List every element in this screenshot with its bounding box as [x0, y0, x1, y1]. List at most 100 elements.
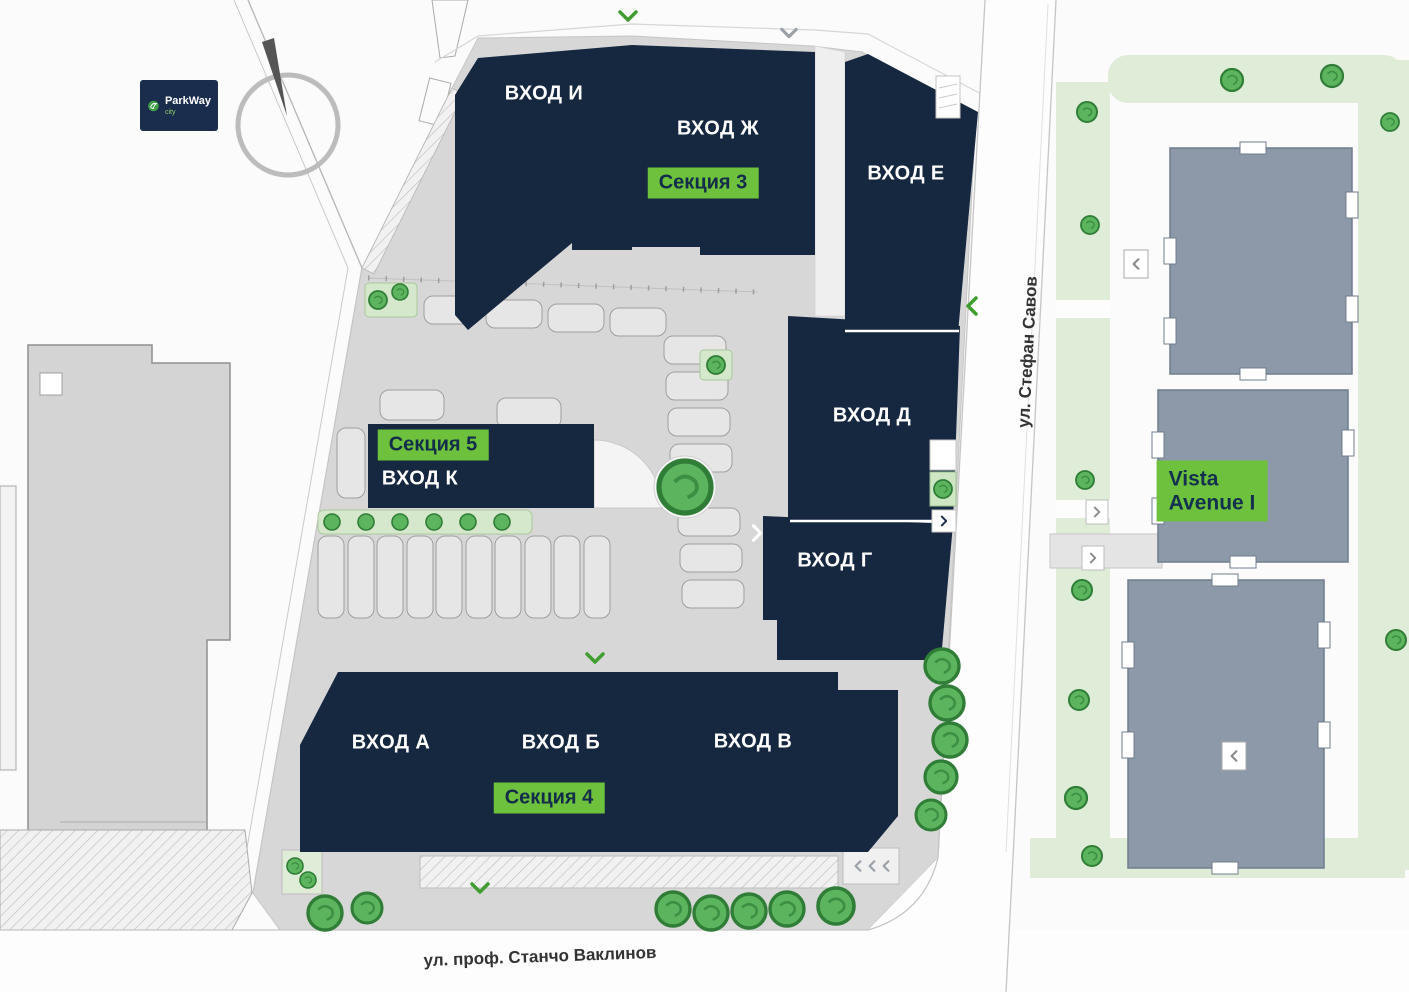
parcel-details: [281, 45, 900, 895]
tree: [368, 290, 388, 310]
tree: [923, 647, 961, 685]
parking-stall: [583, 535, 611, 619]
parking-stall: [496, 397, 562, 429]
parking-stall: [465, 535, 493, 619]
trees: [286, 455, 969, 932]
entry-box: [1085, 499, 1109, 525]
building-notch: [1163, 237, 1177, 265]
building-notch: [1151, 431, 1165, 459]
existing-building-edge: [0, 485, 17, 771]
stair-line: [938, 93, 958, 99]
existing-building-west: [27, 344, 231, 869]
tree: [1080, 215, 1100, 235]
entrance-label-vhod-d[interactable]: ВХОД Д: [832, 404, 912, 427]
building-entrance-g[interactable]: [763, 516, 953, 660]
building-entrance-e[interactable]: [845, 54, 978, 333]
landscape-strip: [1358, 60, 1409, 870]
entrance-label-vhod-g[interactable]: ВХОД Г: [797, 549, 873, 572]
section-label-5[interactable]: Секция 5: [377, 429, 489, 461]
tree: [1063, 785, 1089, 811]
tree: [1068, 689, 1090, 711]
building-entrance-d[interactable]: [788, 316, 960, 522]
parking-stall: [435, 535, 463, 619]
entry-box: [931, 509, 957, 533]
building-notch: [1229, 555, 1257, 569]
sidewalk-line: [1005, 3, 1049, 853]
entrance-label-vhod-zh[interactable]: ВХОД Ж: [676, 117, 760, 140]
parking-stall: [524, 535, 552, 619]
small-structure: [431, 0, 469, 59]
parkway-buildings: [300, 45, 978, 852]
building-notch: [1121, 641, 1135, 669]
tree: [914, 798, 948, 832]
tree: [1081, 845, 1103, 867]
parking-stall: [553, 535, 581, 619]
tree: [299, 871, 317, 889]
entrance-label-vhod-b[interactable]: ВХОД Б: [521, 731, 601, 754]
stairwell-notch: [929, 439, 957, 471]
tree: [1219, 67, 1245, 93]
brand-logo[interactable]: ParkWay city: [140, 80, 218, 131]
parking-stall: [317, 535, 345, 619]
edge-line: [367, 277, 759, 293]
entrance-label-vhod-a[interactable]: ВХОД А: [351, 731, 431, 754]
building-notches: [1121, 141, 1359, 875]
tree: [1385, 629, 1407, 651]
vista-avenue-complex: [1030, 55, 1409, 878]
tree: [286, 857, 304, 875]
vista-avenue-label[interactable]: Vista Avenue I: [1156, 460, 1268, 522]
bush: [425, 513, 443, 531]
road-curb: [1005, 857, 1014, 992]
section-label-3[interactable]: Секция 3: [647, 167, 759, 199]
building-notch: [1121, 731, 1135, 759]
tree: [659, 461, 711, 513]
parking-stall: [376, 535, 404, 619]
tree: [931, 721, 969, 759]
road-curb: [1012, 0, 1057, 859]
building-notch: [1345, 191, 1359, 219]
landscape-strip: [1056, 82, 1110, 852]
terrace: [419, 855, 839, 889]
building-entrance-i[interactable]: [455, 45, 632, 330]
diagonal-road-line: [233, 0, 349, 269]
parking-stall: [547, 303, 605, 333]
building-section-4[interactable]: [300, 672, 898, 852]
parking-stall: [336, 427, 366, 499]
building-entrance-zh[interactable]: [632, 45, 815, 255]
vista-avenue-line1: Vista: [1168, 467, 1219, 491]
neighbor-building: [1169, 147, 1353, 375]
tree: [816, 886, 856, 926]
section-label-4[interactable]: Секция 4: [493, 782, 605, 814]
building-notch: [1211, 861, 1239, 875]
entrance-label-vhod-v[interactable]: ВХОД В: [713, 730, 793, 753]
parking-stall: [347, 535, 375, 619]
stair-line: [938, 103, 958, 109]
brand-suffix: city: [164, 108, 176, 116]
tree: [933, 479, 953, 499]
entrance-label-vhod-e[interactable]: ВХОД Е: [867, 162, 945, 185]
bush: [323, 513, 341, 531]
street-horizontal: [0, 930, 1409, 992]
building-notch: [1163, 317, 1177, 345]
tree: [692, 894, 730, 932]
tree: [1075, 470, 1095, 490]
logo-icon: [148, 100, 159, 111]
north-curb: [434, 23, 986, 97]
stair-line: [938, 83, 958, 89]
tree: [928, 684, 966, 722]
entrance-label-vhod-i[interactable]: ВХОД И: [504, 82, 584, 105]
parking-stall: [379, 389, 445, 421]
tree: [306, 894, 344, 932]
walkway-gap: [814, 45, 846, 317]
parking-stall: [679, 543, 743, 573]
building-notch: [1345, 295, 1359, 323]
road-curb: [867, 857, 939, 931]
entry-box: [1221, 741, 1247, 771]
brand-text: ParkWay city: [164, 95, 211, 116]
building-notch: [1317, 621, 1331, 649]
parking: [317, 295, 745, 619]
bush: [391, 513, 409, 531]
entrance-label-vhod-k[interactable]: ВХОД К: [381, 467, 459, 490]
